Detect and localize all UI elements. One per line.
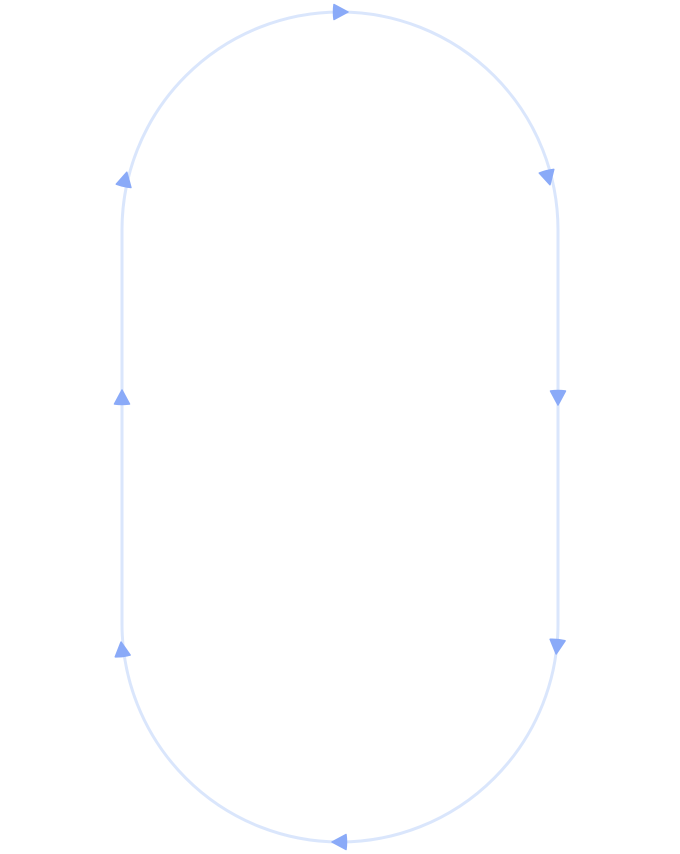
direction-arrow-icon — [538, 168, 555, 186]
direction-arrow-icon — [113, 389, 131, 406]
direction-arrow-icon — [332, 3, 349, 21]
direction-arrow-icon — [549, 389, 567, 406]
direction-arrow-icon — [115, 171, 132, 189]
direction-arrow-icon — [114, 641, 131, 658]
loop-track — [120, 10, 560, 844]
direction-arrow-icon — [549, 638, 566, 655]
direction-arrow-icon — [331, 833, 348, 851]
